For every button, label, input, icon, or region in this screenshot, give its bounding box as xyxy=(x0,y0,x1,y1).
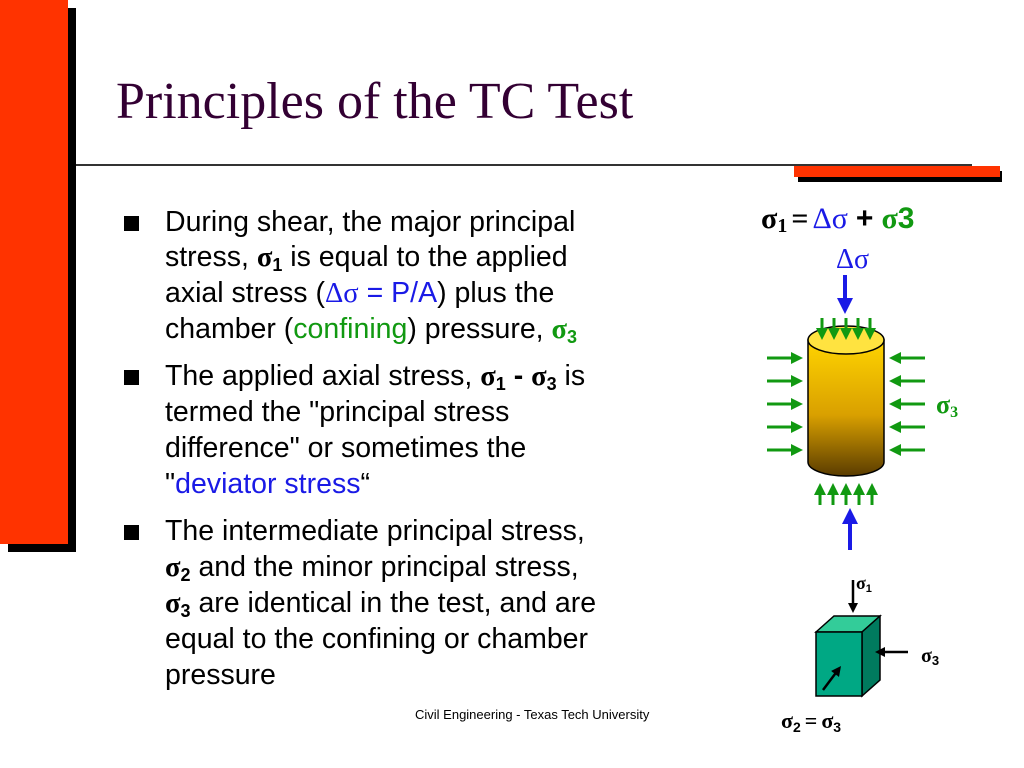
left-accent-bar xyxy=(0,0,68,544)
sigma2-arrow xyxy=(822,666,841,691)
cube-sigma3-label: σ3 xyxy=(921,645,940,668)
bullet-3-line-3: σ3 are identical in the test, and are xyxy=(165,587,597,621)
bullet-1-line-2: stress, σ1 is equal to the applied xyxy=(165,241,568,275)
bullet-2-line-3: difference" or sometimes the xyxy=(165,432,527,464)
bullet-1-line-3: axial stress (Δσ = P/A) plus the xyxy=(165,277,555,309)
bullet-marker xyxy=(124,216,139,231)
bullet-2-line-2: termed the "principal stress xyxy=(165,396,510,428)
bullet-3-line-2: σ2 and the minor principal stress, xyxy=(165,551,579,585)
confining-arrows-right xyxy=(889,352,925,456)
cube-sigma1-label: σ1 xyxy=(856,573,872,595)
delta-sigma-label: Δσ xyxy=(836,244,870,275)
bullet-marker xyxy=(124,370,139,385)
confining-sigma3-label: σ3 xyxy=(936,390,959,421)
confining-arrows-bottom xyxy=(814,483,878,505)
bullet-1-line-4: chamber (confining) pressure, σ3 xyxy=(165,313,578,347)
confining-arrows-top xyxy=(816,318,876,340)
right-accent-bar xyxy=(794,166,1000,177)
title-divider xyxy=(76,164,972,166)
soil-specimen-cylinder xyxy=(807,325,885,477)
footer-text: Civil Engineering - Texas Tech Universit… xyxy=(415,707,650,722)
slide-title: Principles of the TC Test xyxy=(116,73,634,130)
bullet-2-line-4: "deviator stress“ xyxy=(165,468,370,500)
bullet-3-line-1: The intermediate principal stress, xyxy=(165,515,585,547)
bullet-1-line-1: During shear, the major principal xyxy=(165,206,576,238)
cube-sigma2-equals-sigma3-label: σ2=σ3 xyxy=(781,708,842,735)
bullet-marker xyxy=(124,525,139,540)
bullet-3-line-4: equal to the confining or chamber xyxy=(165,623,589,655)
bullet-3-line-5: pressure xyxy=(165,659,276,691)
confining-arrows-left xyxy=(767,352,803,456)
equation-label: σ1=Δσ+σ3 xyxy=(761,202,915,237)
stress-element-cube xyxy=(814,614,882,698)
bullet-2-line-1: The applied axial stress, σ1 - σ3 is xyxy=(165,360,586,394)
